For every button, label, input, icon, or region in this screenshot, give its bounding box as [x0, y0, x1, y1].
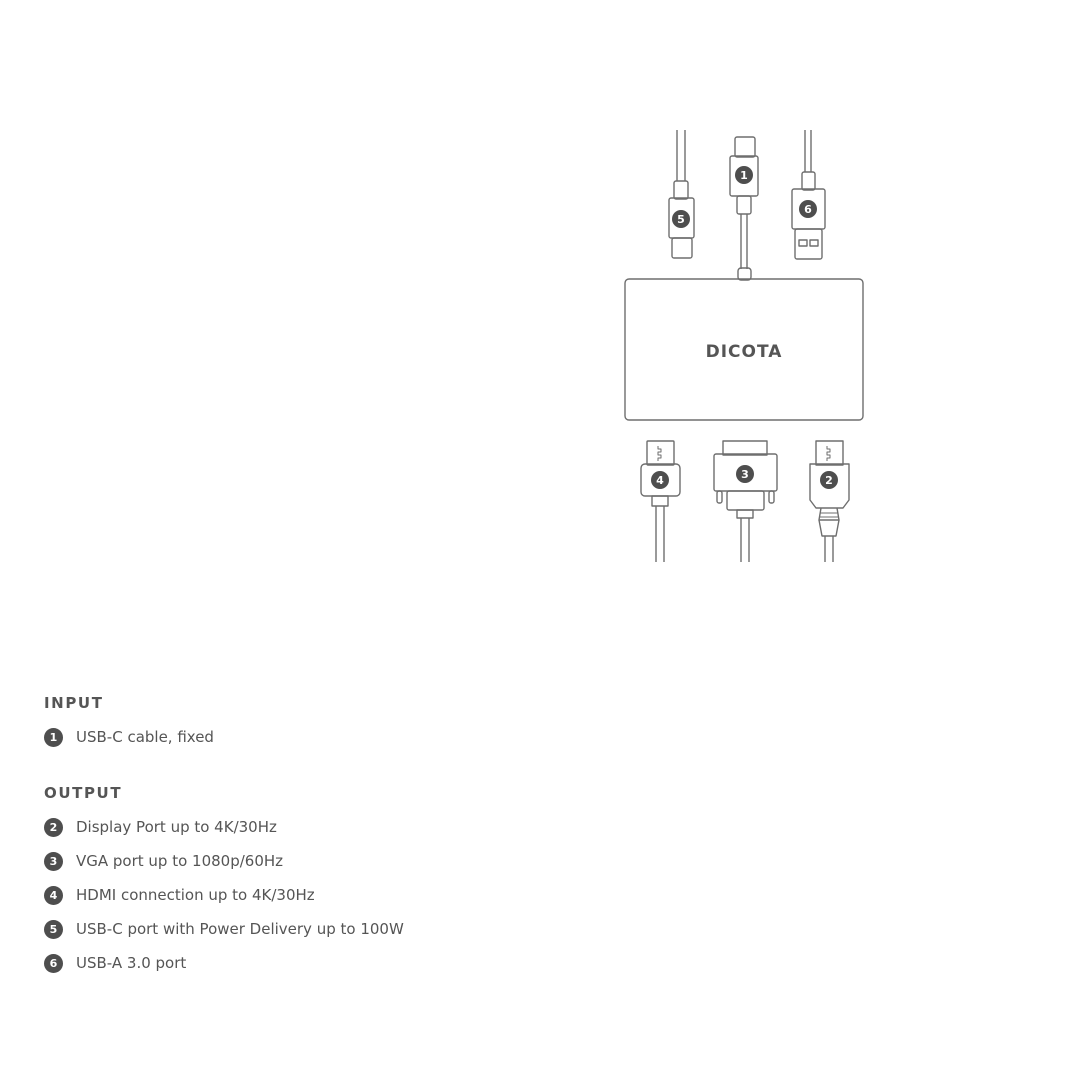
legend-item-label: USB-C cable, fixed: [76, 728, 214, 746]
badge-3-icon: 3: [736, 465, 754, 483]
badge-4-icon: 4: [44, 885, 63, 905]
usb-c-cable-connector-1: [729, 136, 759, 281]
legend-item-label: USB-A 3.0 port: [76, 954, 187, 972]
svg-text:1: 1: [740, 169, 748, 182]
usb-a-port-connector-6: [791, 130, 826, 260]
badge-5-icon: 5: [672, 210, 690, 228]
badge-3-icon: 3: [44, 851, 63, 871]
legend-item-label: USB-C port with Power Delivery up to 100…: [76, 920, 404, 938]
usb-c-port-connector-5: [668, 130, 695, 259]
svg-text:4: 4: [656, 474, 664, 487]
legend-item-output-6: 6 USB-A 3.0 port: [44, 953, 186, 973]
svg-text:5: 5: [677, 213, 685, 226]
badge-1-icon: 1: [44, 727, 63, 747]
svg-text:6: 6: [804, 203, 812, 216]
badge-1-icon: 1: [735, 166, 753, 184]
legend-item-output-5: 5 USB-C port with Power Delivery up to 1…: [44, 919, 404, 939]
vga-connector-3: [713, 440, 778, 562]
badge-4-icon: 4: [651, 471, 669, 489]
hdmi-connector-4: [640, 440, 681, 562]
input-section-title: INPUT: [44, 694, 104, 712]
legend-item-output-4: 4 HDMI connection up to 4K/30Hz: [44, 885, 315, 905]
legend-item-input-1: 1 USB-C cable, fixed: [44, 727, 214, 747]
badge-2-icon: 2: [44, 817, 63, 837]
legend-item-output-2: 2 Display Port up to 4K/30Hz: [44, 817, 277, 837]
output-section-title: OUTPUT: [44, 784, 123, 802]
badge-2-icon: 2: [820, 471, 838, 489]
legend-item-label: VGA port up to 1080p/60Hz: [76, 852, 284, 870]
legend-item-output-3: 3 VGA port up to 1080p/60Hz: [44, 851, 283, 871]
svg-text:2: 2: [825, 474, 833, 487]
displayport-connector-2: [809, 440, 850, 562]
hub-body: [624, 278, 864, 421]
legend-item-label: Display Port up to 4K/30Hz: [76, 818, 277, 836]
brand-logo: DICOTA: [706, 342, 783, 362]
badge-5-icon: 5: [44, 919, 63, 939]
badge-6-icon: 6: [44, 953, 63, 973]
badge-6-icon: 6: [799, 200, 817, 218]
svg-text:3: 3: [741, 468, 749, 481]
legend-item-label: HDMI connection up to 4K/30Hz: [76, 886, 315, 904]
